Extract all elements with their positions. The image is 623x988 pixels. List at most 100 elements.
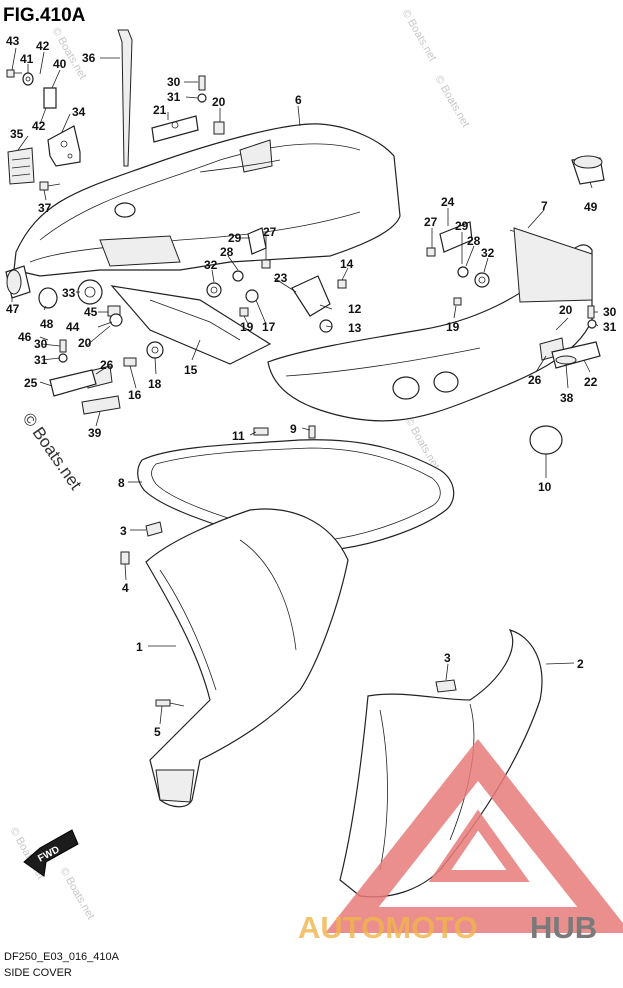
- callout-27-mid: 27: [263, 225, 277, 239]
- callout-42-lower: 42: [32, 119, 46, 133]
- side-cover-lower-1: [145, 508, 349, 808]
- callout-18: 18: [148, 377, 162, 391]
- pad-39: [81, 395, 121, 415]
- washer-31-top: [197, 93, 207, 103]
- callout-3-lower: 3: [444, 651, 451, 665]
- callout-14: 14: [340, 257, 354, 271]
- callout-28-left: 28: [220, 245, 234, 259]
- callout-16: 16: [128, 388, 142, 402]
- callout-9: 9: [290, 422, 297, 436]
- pad-38: [555, 355, 577, 365]
- callout-44: 44: [66, 320, 80, 334]
- callout-10: 10: [538, 480, 552, 494]
- watermark-top-center: © Boats.net: [432, 74, 471, 130]
- callout-37: 37: [38, 201, 52, 215]
- callout-20-top: 20: [212, 95, 226, 109]
- collar-20-left: [109, 313, 123, 327]
- grommet-47: [5, 265, 31, 299]
- bolt-27-mid: [261, 259, 271, 269]
- callout-42: 42: [36, 39, 50, 53]
- figure-code: DF250_E03_016_410A: [4, 951, 120, 963]
- callout-2: 2: [577, 657, 584, 671]
- callout-32-right: 32: [481, 246, 495, 260]
- leader-lines: [11, 47, 599, 725]
- callout-1: 1: [136, 640, 143, 654]
- pin-30-top: [198, 75, 206, 91]
- washer-28-left: [232, 270, 244, 282]
- callout-40: 40: [53, 57, 67, 71]
- callout-8: 8: [118, 476, 125, 490]
- callout-46: 46: [18, 330, 32, 344]
- bolt-4: [120, 551, 130, 565]
- watermark-bottom: © Boats.net: [57, 866, 96, 922]
- callout-31-right: 31: [603, 320, 617, 334]
- callout-48: 48: [40, 317, 54, 331]
- callout-24: 24: [441, 195, 455, 209]
- callout-12: 12: [348, 302, 362, 316]
- callout-39: 39: [88, 426, 102, 440]
- callout-29-right: 29: [455, 219, 469, 233]
- figure-caption: SIDE COVER: [4, 967, 72, 979]
- callout-21: 21: [153, 103, 167, 117]
- bolt-5: [155, 699, 185, 707]
- grommet-18: [146, 341, 164, 359]
- wire-36: [117, 29, 133, 167]
- callout-15: 15: [184, 363, 198, 377]
- plate-15: [110, 285, 272, 365]
- collar-17: [245, 289, 259, 303]
- grommet-32-right: [474, 272, 490, 288]
- bracket-12: [291, 275, 331, 317]
- bolt-19-mid: [239, 307, 249, 317]
- plate-35: [7, 147, 35, 185]
- callout-30-top: 30: [167, 75, 181, 89]
- bracket-21: [151, 115, 199, 143]
- automotohub-logo-auto: AUTOMOTO: [298, 910, 478, 945]
- clip-3-upper: [145, 521, 163, 537]
- fwd-label: FWD: [36, 844, 61, 864]
- bolt-11: [253, 427, 269, 436]
- callout-43: 43: [6, 34, 20, 48]
- bracket-24: [439, 221, 473, 253]
- screw-9: [308, 425, 316, 439]
- watermark-left: © Boats.net: [19, 409, 86, 493]
- clip-40: [43, 87, 57, 109]
- callout-20-right: 20: [559, 303, 573, 317]
- callout-6: 6: [295, 93, 302, 107]
- grommet-32-left: [206, 282, 222, 298]
- callout-30-right: 30: [603, 305, 617, 319]
- callout-38: 38: [560, 391, 574, 405]
- callout-25: 25: [24, 376, 38, 390]
- side-cover-lower-2: [339, 629, 543, 898]
- callout-17: 17: [262, 320, 276, 334]
- callout-31-top: 31: [167, 90, 181, 104]
- callout-36: 36: [82, 51, 96, 65]
- callout-20-left: 20: [78, 336, 92, 350]
- callout-31-left: 31: [34, 353, 48, 367]
- callout-33: 33: [62, 286, 76, 300]
- watermark-top-right: © Boats.net: [399, 8, 438, 64]
- callout-26-left: 26: [100, 358, 114, 372]
- callout-22: 22: [584, 375, 598, 389]
- callout-34: 34: [72, 105, 86, 119]
- callout-28-right: 28: [467, 234, 481, 248]
- grommet-33: [77, 279, 103, 305]
- callout-26-right: 26: [528, 373, 542, 387]
- callout-27-right: 27: [424, 215, 438, 229]
- callout-41: 41: [20, 52, 34, 66]
- callout-13: 13: [348, 321, 362, 335]
- callout-47: 47: [6, 302, 20, 316]
- bolt-27-right: [426, 247, 436, 257]
- washer-41: [22, 72, 34, 86]
- callout-5: 5: [154, 725, 161, 739]
- bolt-16: [123, 357, 137, 367]
- callout-30-left: 30: [34, 337, 48, 351]
- figure-title: FIG.410A: [3, 5, 86, 26]
- grommet-20-top: [213, 121, 225, 135]
- automotohub-logo: AUTOMOTO HUB: [298, 738, 623, 945]
- callout-45: 45: [84, 305, 98, 319]
- bolt-14: [337, 279, 347, 289]
- callout-numbers: 43 42 41 40 36 42 34 35 37 30 31 20 21 6…: [6, 34, 617, 739]
- clip-3-lower: [435, 679, 457, 693]
- plug-10: [529, 425, 563, 455]
- side-cover-upper-6: [13, 123, 401, 277]
